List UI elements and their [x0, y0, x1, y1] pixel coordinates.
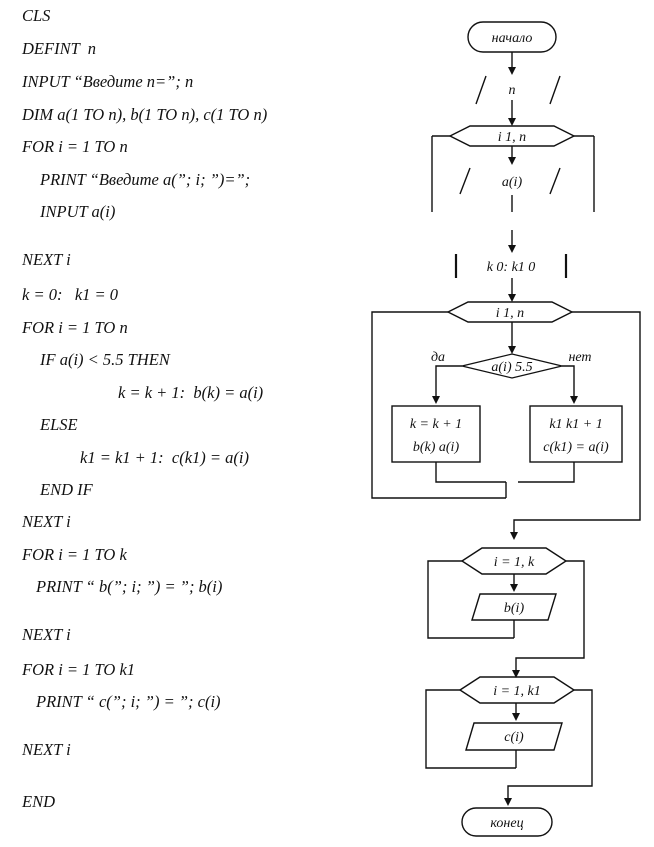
code-line-next-2: NEXT i — [22, 512, 71, 531]
code-line-input-n: INPUT “Введите n=”; n — [22, 72, 194, 91]
yes-line1: k = k + 1 — [410, 417, 462, 432]
loop4-label: i = 1, k1 — [493, 684, 541, 699]
loop3-exit-path — [512, 560, 585, 678]
no-line2: c(k1) = a(i) — [543, 440, 609, 455]
flowchart-diagram: начало n i 1, n a(i) k 0: k1 0 i 1, n a(… — [371, 21, 641, 837]
loop1-label: i 1, n — [498, 130, 526, 145]
code-line-else-branch: k1 = k1 + 1: c(k1) = a(i) — [80, 448, 250, 467]
code-line-end-if: END IF — [40, 480, 93, 499]
start-label: начало — [492, 31, 533, 46]
condition-label: a(i) 5.5 — [491, 360, 532, 375]
code-line-then-branch: k = k + 1: b(k) = a(i) — [118, 383, 264, 402]
code-line-next-1: NEXT i — [22, 250, 71, 269]
input-n-left-edge — [475, 75, 487, 105]
no-process-box — [529, 405, 623, 463]
code-line-next-3: NEXT i — [22, 625, 71, 644]
no-branch-arrow — [562, 365, 578, 404]
code-line-for-3: FOR i = 1 TO k — [22, 545, 127, 564]
condition-diamond — [461, 353, 563, 379]
loop2-label: i 1, n — [496, 306, 524, 321]
code-line-for-4: FOR i = 1 TO k1 — [22, 660, 136, 679]
code-line-for-2: FOR i = 1 TO n — [22, 318, 128, 337]
input-a-left-edge — [459, 167, 471, 195]
no-merge-path — [518, 462, 575, 483]
loop2-return-path — [371, 311, 506, 499]
code-line-input-a: INPUT a(i) — [40, 202, 116, 221]
input-a-right-edge — [549, 167, 561, 195]
code-line-cls: CLS — [22, 6, 51, 25]
yes-label: да — [431, 350, 445, 365]
yes-line2: b(k) a(i) — [413, 440, 460, 455]
loop3-label: i = 1, k — [494, 555, 535, 570]
yes-branch-arrow — [432, 365, 462, 404]
code-line-init: k = 0: k1 = 0 — [22, 285, 119, 304]
code-line-end: END — [22, 792, 55, 811]
loop3-return-path — [427, 560, 514, 639]
loop2-exit-path — [510, 311, 641, 540]
code-line-next-4: NEXT i — [22, 740, 71, 759]
no-label: нет — [568, 350, 591, 365]
loop4-return-path — [425, 689, 516, 769]
input-a-label: a(i) — [502, 175, 523, 190]
basic-code-listing: CLS DEFINT n INPUT “Введите n=”; n DIM a… — [22, 6, 268, 811]
output-c-label: c(i) — [504, 730, 524, 745]
input-n-label: n — [509, 83, 516, 98]
output-c-parallelogram — [465, 722, 563, 751]
code-line-for-1: FOR i = 1 TO n — [22, 137, 128, 156]
code-line-else: ELSE — [40, 415, 78, 434]
yes-merge-path — [435, 462, 506, 483]
input-n-right-edge — [549, 75, 561, 105]
code-line-print-b: PRINT “ b(”; i; ”) = ”; b(i) — [36, 577, 223, 596]
code-line-defint: DEFINT n — [22, 39, 96, 58]
code-line-print-prompt: PRINT “Введите a(”; i; ”)=”; — [40, 170, 251, 189]
code-line-print-c: PRINT “ c(”; i; ”) = ”; c(i) — [36, 692, 221, 711]
output-b-label: b(i) — [504, 601, 525, 616]
end-label: конец — [490, 816, 523, 831]
output-b-parallelogram — [471, 593, 557, 621]
code-line-dim: DIM a(1 TO n), b(1 TO n), c(1 TO n) — [22, 105, 268, 124]
init-label: k 0: k1 0 — [487, 260, 536, 275]
code-line-if: IF a(i) < 5.5 THEN — [40, 350, 170, 369]
end-terminator — [461, 807, 553, 837]
loop4-exit-path — [504, 689, 593, 806]
no-line1: k1 k1 + 1 — [549, 417, 602, 432]
